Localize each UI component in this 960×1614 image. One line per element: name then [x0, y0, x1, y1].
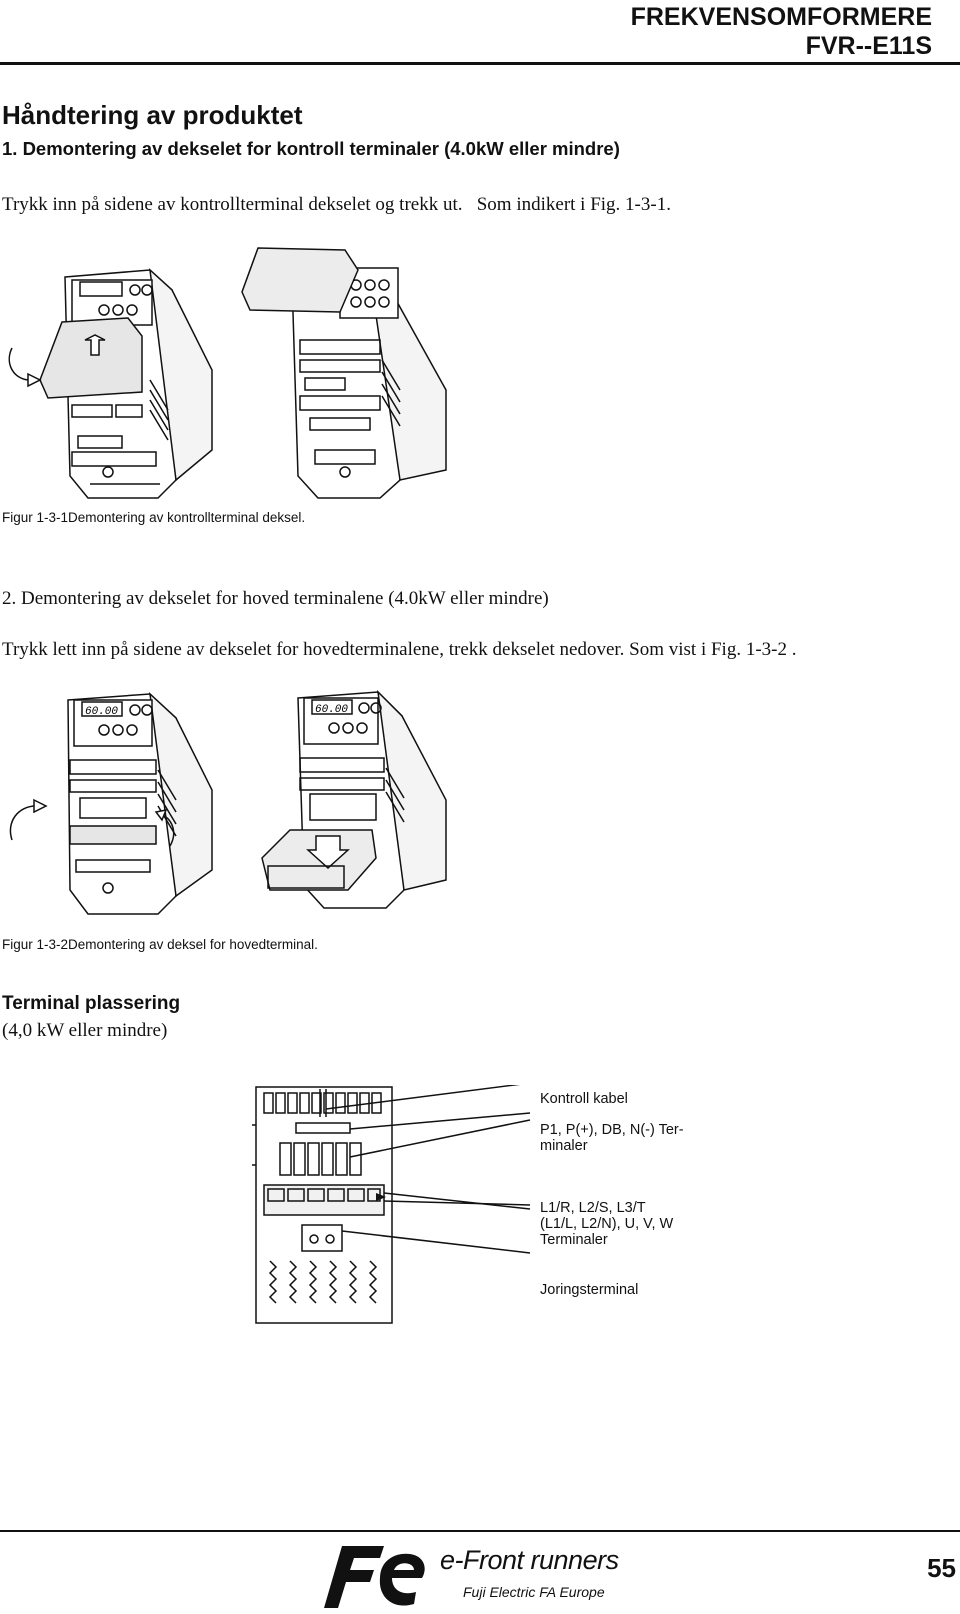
terminal-heading: Terminal plassering	[2, 993, 181, 1014]
header-rule	[0, 62, 960, 65]
header-model: FVR--E11S	[805, 32, 932, 60]
page-number: 55	[927, 1553, 956, 1583]
callout-power-terminals: L1/R, L2/S, L3/T (L1/L, L2/N), U, V, W T…	[540, 1200, 674, 1248]
step2-heading: 2. Demontering av dekselet for hoved ter…	[2, 588, 549, 609]
fig1-caption: Figur 1-3-1Demontering av kontrolltermin…	[2, 510, 306, 525]
section-title: Håndtering av produktet	[2, 100, 303, 130]
terminal-subheading: (4,0 kW eller mindre)	[2, 1020, 168, 1041]
callout-ground-terminal: Joringsterminal	[540, 1282, 639, 1298]
terminal-layout-diagram	[252, 1085, 531, 1324]
display-readout-left: 60.00	[85, 706, 118, 718]
step1-text: Trykk inn på sidene av kontrollterminal …	[2, 194, 671, 215]
display-readout-right: 60.00	[315, 704, 348, 716]
step1-heading: 1. Demontering av dekselet for kontroll …	[2, 138, 620, 159]
fuji-electric-logo	[324, 1546, 425, 1608]
footer-company: Fuji Electric FA Europe	[463, 1584, 605, 1600]
footer-rule	[0, 1530, 960, 1532]
step2-text: Trykk lett inn på sidene av dekselet for…	[2, 639, 797, 660]
callout-control-cable: Kontroll kabel	[540, 1091, 628, 1107]
header-title: FREKVENSOMFORMERE	[630, 3, 932, 31]
callout-dc-terminals: P1, P(+), DB, N(-) Ter- minaler	[540, 1122, 684, 1154]
fig2-caption: Figur 1-3-2Demontering av deksel for hov…	[2, 937, 318, 952]
footer-tagline: e-Front runners	[440, 1545, 619, 1575]
figure-1-3-1	[8, 247, 447, 499]
figure-1-3-2: 60.00 60.00	[9, 690, 447, 915]
